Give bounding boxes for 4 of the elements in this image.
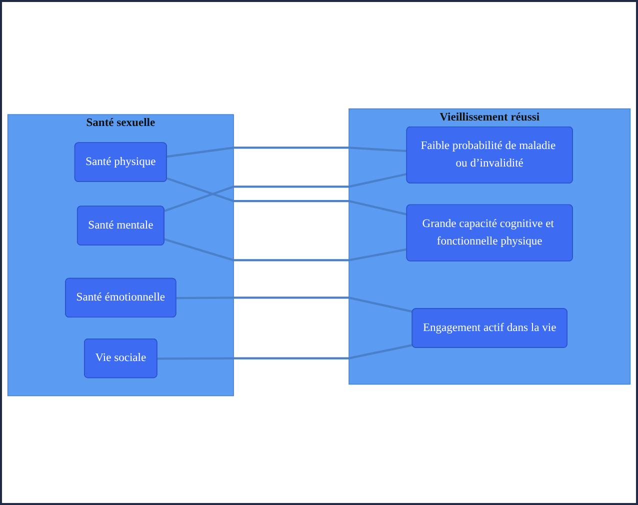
connector [176, 296, 413, 313]
connector [157, 344, 413, 360]
connector [166, 146, 408, 158]
connector [164, 238, 408, 262]
